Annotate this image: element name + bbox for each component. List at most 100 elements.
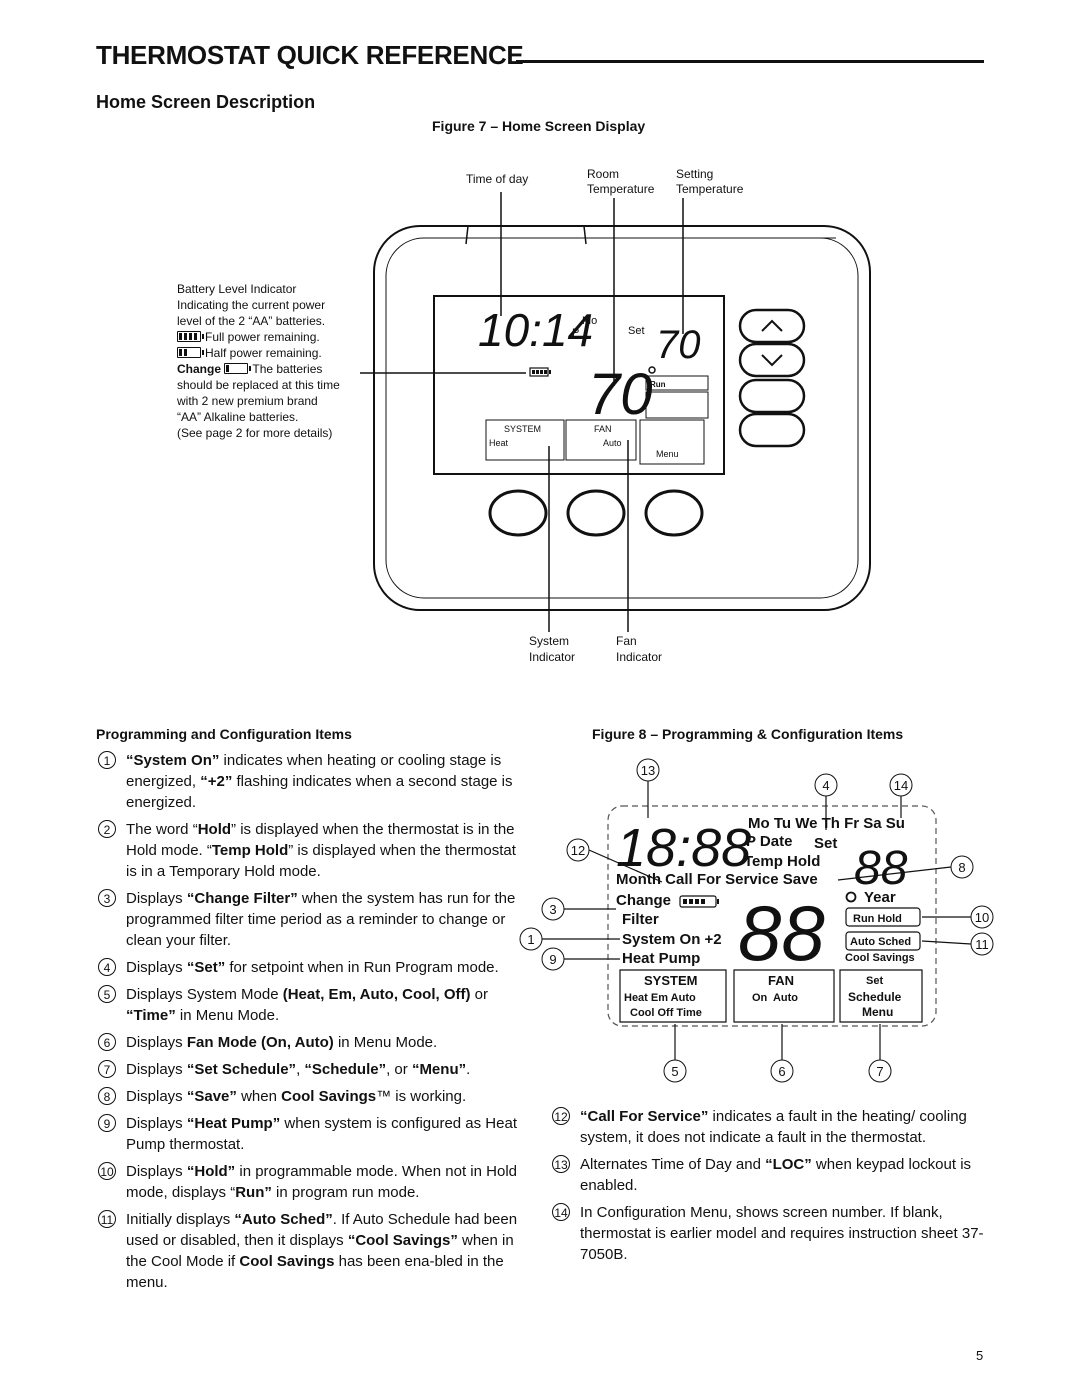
- blank-side-button: [738, 378, 806, 414]
- label-fan-indicator-1: Fan: [616, 634, 637, 648]
- label-system-indicator-1: System: [529, 634, 569, 648]
- lcd8-fan-modes: On Auto: [752, 992, 798, 1004]
- item-number: 13: [552, 1155, 570, 1173]
- item-text: Alternates Time of Day and “LOC” when ke…: [580, 1156, 972, 1194]
- lcd-fan-value: Auto: [603, 438, 622, 448]
- lcd-day: Mo: [582, 315, 597, 327]
- svg-text:4: 4: [822, 778, 829, 793]
- lcd8-filter: Filter: [622, 911, 659, 928]
- item-text: The word “Hold” is displayed when the th…: [126, 821, 516, 880]
- battery-change-line: Change The batteries: [177, 361, 367, 377]
- item-text: “System On” indicates when heating or co…: [126, 752, 513, 811]
- lcd8-system-modes-2: Cool Off Time: [630, 1007, 702, 1019]
- down-arrow-icon: [761, 354, 783, 367]
- svg-text:1: 1: [527, 932, 534, 947]
- callout-1: 1: [519, 927, 543, 951]
- item-text: In Configuration Menu, shows screen numb…: [580, 1204, 984, 1263]
- down-arrow-button: [738, 342, 806, 378]
- item-number: 11: [98, 1210, 116, 1228]
- item-number: 6: [98, 1033, 116, 1051]
- lcd-fan-label: FAN: [594, 424, 612, 434]
- callout-4: 4: [814, 773, 838, 797]
- svg-text:6: 6: [778, 1064, 785, 1079]
- battery-low-icon: [224, 363, 252, 374]
- callout-14: 14: [889, 773, 913, 797]
- center-button: [566, 489, 626, 537]
- battery-note-line: should be replaced at this time: [177, 378, 340, 392]
- lcd-menu: Menu: [656, 449, 679, 459]
- item-number: 10: [98, 1162, 116, 1180]
- battery-half-text: Half power remaining.: [205, 346, 322, 360]
- svg-text:5: 5: [671, 1064, 678, 1079]
- lcd-screen: [433, 295, 725, 475]
- item-text: Displays “Change Filter” when the system…: [126, 890, 516, 949]
- lcd-run: Run: [650, 380, 666, 389]
- figure7-caption: Figure 7 – Home Screen Display: [432, 118, 646, 134]
- battery-change-word: Change: [177, 362, 222, 376]
- programming-items-left: 1 “System On” indicates when heating or c…: [98, 750, 528, 1299]
- item-number: 14: [552, 1203, 570, 1221]
- lcd8-year: Year: [864, 889, 896, 906]
- label-system-indicator-2: Indicator: [529, 650, 575, 664]
- lcd8-temp-hold: Temp Hold: [744, 853, 820, 870]
- lcd8-system-on: System On +2: [622, 931, 722, 948]
- lcd-system-value: Heat: [489, 438, 509, 448]
- svg-text:12: 12: [571, 843, 585, 858]
- lcd8-cool-savings: Cool Savings: [845, 952, 915, 964]
- svg-text:10: 10: [975, 910, 989, 925]
- programming-items-right: 12“Call For Service” indicates a fault i…: [552, 1106, 992, 1271]
- item-number: 8: [98, 1087, 116, 1105]
- callout-9: 9: [541, 947, 565, 971]
- item-text: Displays “Set” for setpoint when in Run …: [126, 959, 499, 976]
- title-rule: [516, 60, 984, 63]
- degree-icon: [845, 891, 857, 903]
- svg-text:7: 7: [876, 1064, 883, 1079]
- svg-text:11: 11: [975, 937, 989, 952]
- figure8-lcd-diagram: 18:88 Mo Tu We Th Fr Sa Su P Date Set Te…: [519, 758, 994, 1083]
- item-number: 1: [98, 751, 116, 769]
- lcd8-heat-pump: Heat Pump: [622, 950, 700, 967]
- list-item: 1 “System On” indicates when heating or c…: [98, 750, 528, 813]
- battery-note-line: Battery Level Indicator: [177, 282, 297, 296]
- item-number: 2: [98, 820, 116, 838]
- left-button: [488, 489, 548, 537]
- battery-note-line: “AA” Alkaline batteries.: [177, 410, 299, 424]
- lcd8-schedule: Schedule: [848, 990, 902, 1004]
- label-time-of-day: Time of day: [466, 172, 528, 186]
- lcd-room-temp: 70: [588, 362, 653, 427]
- item-text: Displays “Save” when Cool Savings™ is wo…: [126, 1088, 467, 1105]
- lcd8-run-hold: Run Hold: [853, 913, 902, 925]
- lcd-p: P: [572, 327, 579, 339]
- page-number: 5: [976, 1348, 984, 1363]
- callout-12: 12: [566, 838, 590, 862]
- callout-10: 10: [970, 905, 994, 929]
- svg-text:8: 8: [958, 860, 965, 875]
- list-item: 11 Initially displays “Auto Sched”. If Au…: [98, 1209, 528, 1293]
- lcd8-system-modes-1: Heat Em Auto: [624, 992, 696, 1004]
- lcd-time: 10:14: [478, 304, 593, 356]
- label-room-temp-1: Room: [587, 167, 619, 181]
- lcd-set-label: Set: [628, 325, 645, 337]
- list-item: 12“Call For Service” indicates a fault i…: [552, 1106, 992, 1148]
- label-setting-temp-1: Setting: [676, 167, 713, 181]
- callout-11: 11: [970, 932, 994, 956]
- item-number: 12: [552, 1107, 570, 1125]
- callout-5: 5: [663, 1059, 687, 1083]
- battery-note-line: Indicating the current power: [177, 298, 326, 312]
- thermostat-body: [373, 225, 871, 611]
- item-text: Initially displays “Auto Sched”. If Auto…: [126, 1211, 518, 1291]
- lcd8-system: SYSTEM: [644, 973, 697, 988]
- list-item: 13 Alternates Time of Day and “LOC” when …: [552, 1154, 992, 1196]
- lcd8-time-digits: 18:88: [616, 818, 751, 878]
- right-button: [644, 489, 704, 537]
- lcd8-screen-digits: 88: [854, 842, 908, 895]
- figure8-caption: Figure 8 – Programming & Configuration I…: [592, 726, 904, 742]
- item-text: Displays “Set Schedule”, “Schedule”, or …: [126, 1061, 471, 1078]
- battery-half-icon: [177, 347, 204, 358]
- list-item: 2 The word “Hold” is displayed when the t…: [98, 819, 528, 882]
- menu-side-button: [738, 412, 806, 448]
- svg-text:3: 3: [549, 902, 556, 917]
